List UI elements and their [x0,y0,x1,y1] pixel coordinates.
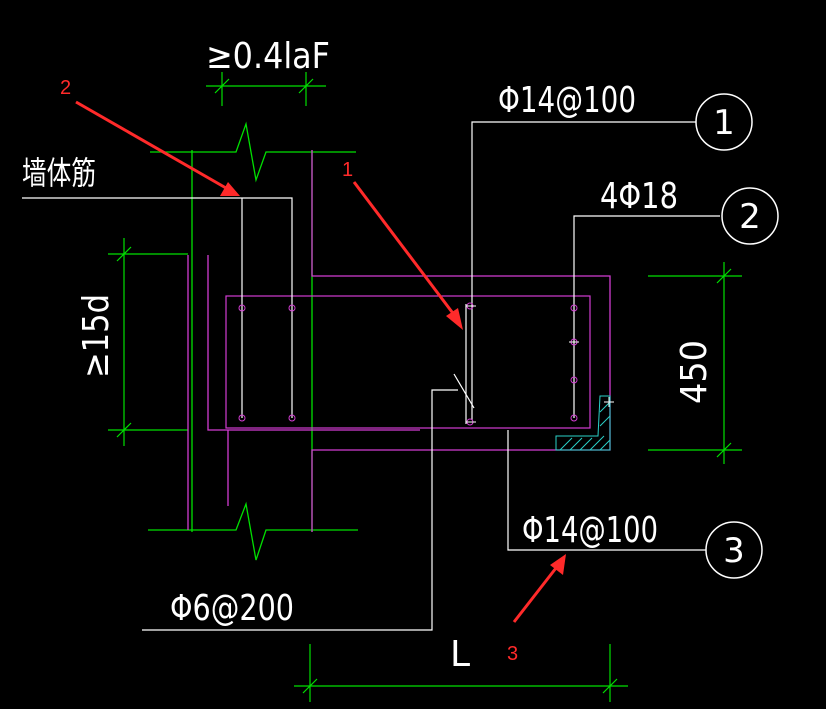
callout-3: 3 [705,521,763,579]
wall-rebar-label: 墙体筋 [22,154,96,192]
red-marker-3: 3 [507,643,518,665]
callout-3-label: 3 [723,531,745,571]
rebar-ticks [466,305,614,423]
corner-hatch [555,395,611,451]
beam-outline [187,150,611,532]
tie-label: Φ6@200 [170,588,294,629]
callout-2: 2 [721,187,779,245]
bottom-stirrup-label: Φ14@100 [522,510,658,551]
leaders [22,121,720,631]
dimension-bottom [294,644,628,702]
dimension-left [108,238,188,446]
red-marker-2: 2 [60,77,71,99]
rebar-points [238,302,578,426]
callout-2-label: 2 [739,197,761,237]
height-label: 450 [674,340,715,404]
red-marker-1: 1 [342,159,353,181]
span-label: L [450,634,470,675]
wall-outline [148,121,358,561]
top-stirrup-label: Φ14@100 [498,80,636,121]
red-arrow-2 [75,100,240,196]
anchorage-label: ≥0.4laF [206,36,330,77]
red-arrow-1 [352,181,463,330]
stirrup [225,295,591,429]
dimension-right [648,262,742,464]
dimension-top [206,72,326,106]
callout-1: 1 [695,93,753,151]
min-length-label: ≥15d [76,294,117,378]
callout-1-label: 1 [713,103,735,143]
red-arrow-3 [512,554,566,623]
bars-label: 4Φ18 [600,176,678,217]
